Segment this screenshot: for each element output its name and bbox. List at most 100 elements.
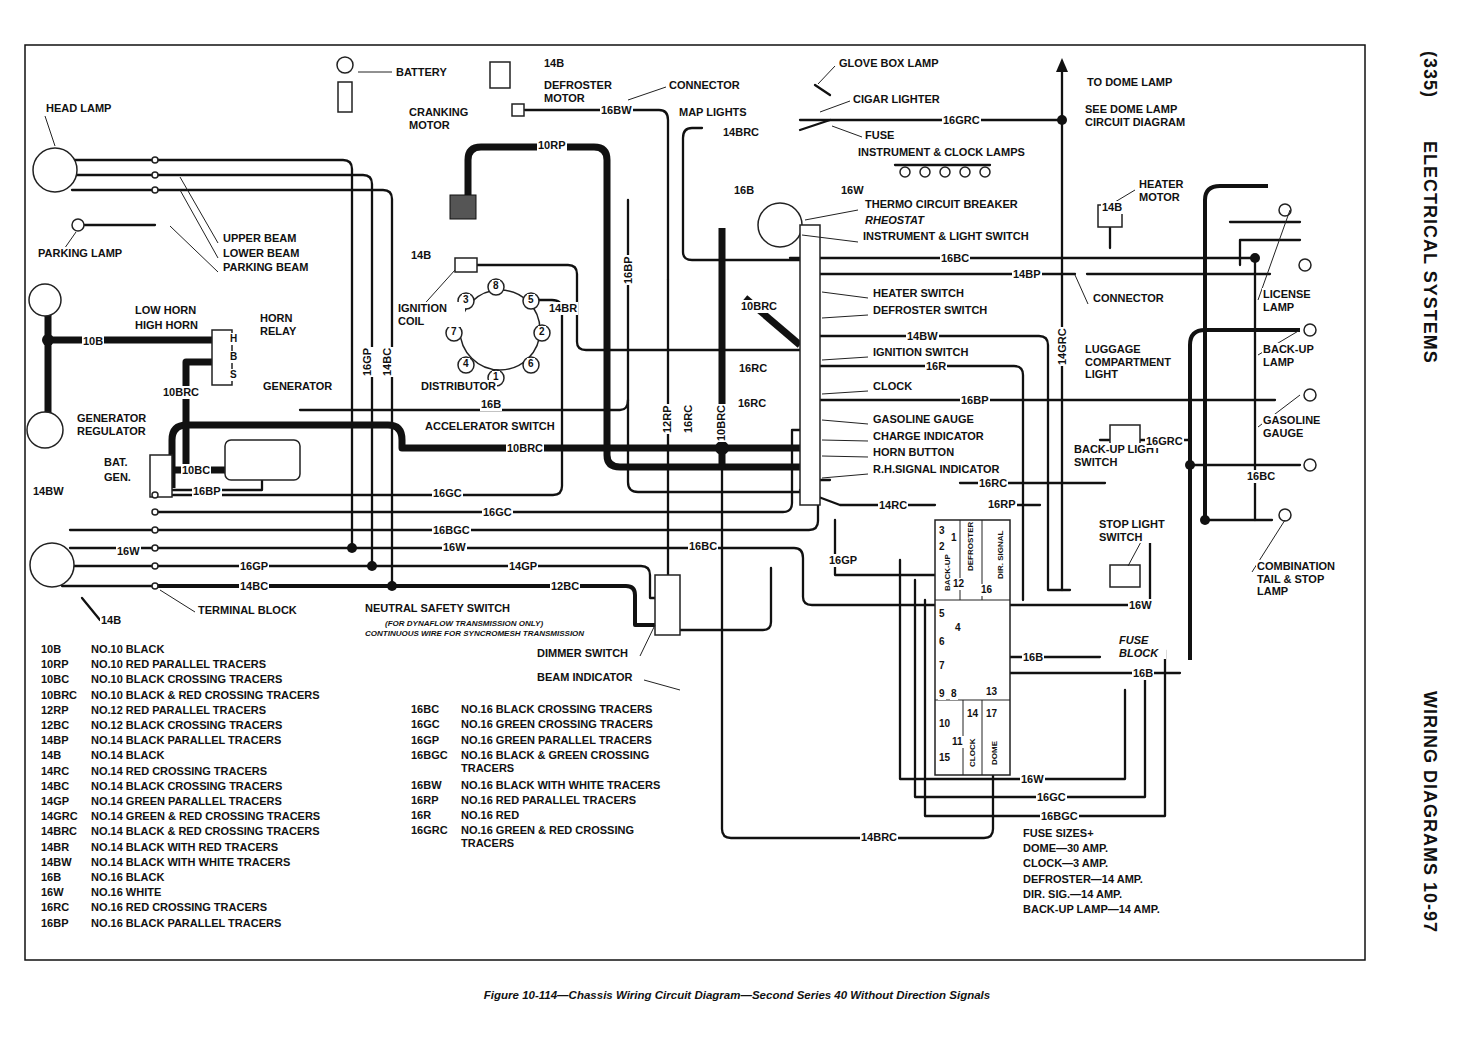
callout-label: FUSE SIZES+ (1022, 827, 1095, 840)
table-cell: NO.14 BLACK WITH RED TRACERS (90, 841, 279, 854)
callout-label: HIGH HORN (134, 319, 199, 332)
callout-label: CONNECTOR (668, 79, 741, 92)
table-cell: 14RC (40, 765, 70, 778)
component-symbol (29, 284, 61, 316)
callout-label: CLOCK (872, 380, 913, 393)
leader-line (160, 177, 858, 612)
heavy-wire (186, 362, 212, 470)
callout-label: 16BGC (1040, 810, 1079, 823)
table-cell: 16GRC (410, 824, 449, 837)
table-cell: NO.16 RED CROSSING TRACERS (90, 901, 268, 914)
callout-label: 10B (82, 335, 104, 348)
component-symbol (490, 62, 510, 88)
component-symbol (895, 164, 990, 166)
junction-dot (347, 543, 357, 553)
callout-label: DEFROSTER MOTOR (543, 79, 618, 104)
callout-label: LICENSE LAMP (1262, 288, 1324, 313)
wire (680, 568, 771, 630)
callout-label: BAT. (103, 456, 129, 469)
table-cell: NO.16 GREEN & RED CROSSING TRACERS (460, 824, 672, 849)
wire (1150, 540, 1175, 600)
table-cell: NO.16 BLACK & GREEN CROSSING TRACERS (460, 749, 672, 774)
component-symbol (523, 357, 539, 373)
wire (900, 560, 1125, 779)
callout-label: 14BR (548, 302, 578, 315)
table-cell: 14GP (40, 795, 70, 808)
callout-label: HEATER SWITCH (872, 287, 965, 300)
table-cell: NO.16 RED PARALLEL TRACERS (460, 794, 637, 807)
table-cell: NO.16 WHITE (90, 886, 162, 899)
callout-label: 16R (925, 360, 947, 373)
terminal-number: 10 (938, 718, 951, 730)
callout-label: 14B (543, 57, 565, 70)
wire (62, 72, 1300, 838)
table-cell: 14B (40, 749, 62, 762)
callout-label: 16RC (737, 397, 767, 410)
component-symbol (920, 167, 930, 177)
table-cell: 14BW (40, 856, 73, 869)
component-symbol (225, 440, 300, 480)
terminal-number: B (229, 351, 238, 363)
callout-label: IGNITION SWITCH (872, 346, 969, 359)
callout-label: THERMO CIRCUIT BREAKER (864, 198, 1019, 211)
component-symbol (30, 543, 74, 587)
component-symbol (152, 187, 158, 193)
table-cell: NO.14 BLACK & RED CROSSING TRACERS (90, 825, 321, 838)
component-symbol (960, 167, 970, 177)
callout-label: 14GP (508, 560, 538, 573)
callout-label: 16RC (738, 362, 768, 375)
component-symbol (337, 57, 353, 73)
wire (800, 72, 1062, 120)
table-cell: NO.16 GREEN CROSSING TRACERS (460, 718, 654, 731)
callout-label: R.H.SIGNAL INDICATOR (872, 463, 1001, 476)
table-cell: 16RC (40, 901, 70, 914)
callout-label: BACK-UP LAMP—14 AMP. (1022, 903, 1161, 916)
table-cell: 16BW (410, 779, 443, 792)
callout-label: 16GC (1036, 791, 1067, 804)
callout-label: 16W (442, 541, 467, 554)
callout-label: INSTRUMENT & LIGHT SWITCH (862, 230, 1030, 243)
callout-label: LOW HORN (134, 304, 197, 317)
component-symbol (338, 82, 352, 112)
table-cell: NO.14 BLACK CROSSING TRACERS (90, 780, 283, 793)
callout-label: 16B (1022, 651, 1044, 664)
wire (155, 566, 660, 598)
callout-label: 14RC (878, 499, 908, 512)
callout-label: 16W (840, 184, 865, 197)
wire-code: 16RC (682, 404, 695, 434)
callout-label: 16RC (978, 477, 1008, 490)
wire-code: 16GP (361, 347, 374, 377)
table-cell: NO.14 RED CROSSING TRACERS (90, 765, 268, 778)
terminal-number: 1 (950, 532, 958, 544)
junction-dot (1185, 460, 1195, 470)
callout-label: CIGAR LIGHTER (852, 93, 941, 106)
frame (25, 45, 1365, 960)
callout-label: HEAD LAMP (45, 102, 112, 115)
callout-label: GENERATOR (262, 380, 333, 393)
table-cell: 16BP (40, 917, 70, 930)
wire-code: DEFROSTER (966, 521, 975, 572)
callout-label: 10BRC (162, 386, 200, 399)
callout-label: DIR. SIG.—14 AMP. (1022, 888, 1123, 901)
junction-dot (1057, 115, 1067, 125)
wire (72, 160, 352, 548)
heavy-wire (48, 147, 805, 488)
terminal-number: 7 (938, 660, 946, 672)
page-header: WIRING DIAGRAMS 10-97 (1419, 690, 1440, 934)
callout-label: 16B (733, 184, 755, 197)
callout-label: 16RP (987, 498, 1017, 511)
table-cell: 14BP (40, 734, 70, 747)
wire (300, 400, 628, 410)
leader-line (410, 190, 1300, 690)
callout-label: PARKING LAMP (37, 247, 123, 260)
wire (72, 175, 372, 566)
callout-label: GEN. (103, 471, 132, 484)
callout-label: 10RP (537, 139, 567, 152)
callout-label: SEE DOME LAMP CIRCUIT DIAGRAM (1084, 103, 1209, 128)
callout-label: 14B (100, 614, 122, 627)
wire (835, 520, 935, 575)
callout-label: COMBINATION TAIL & STOP LAMP (1256, 560, 1348, 598)
